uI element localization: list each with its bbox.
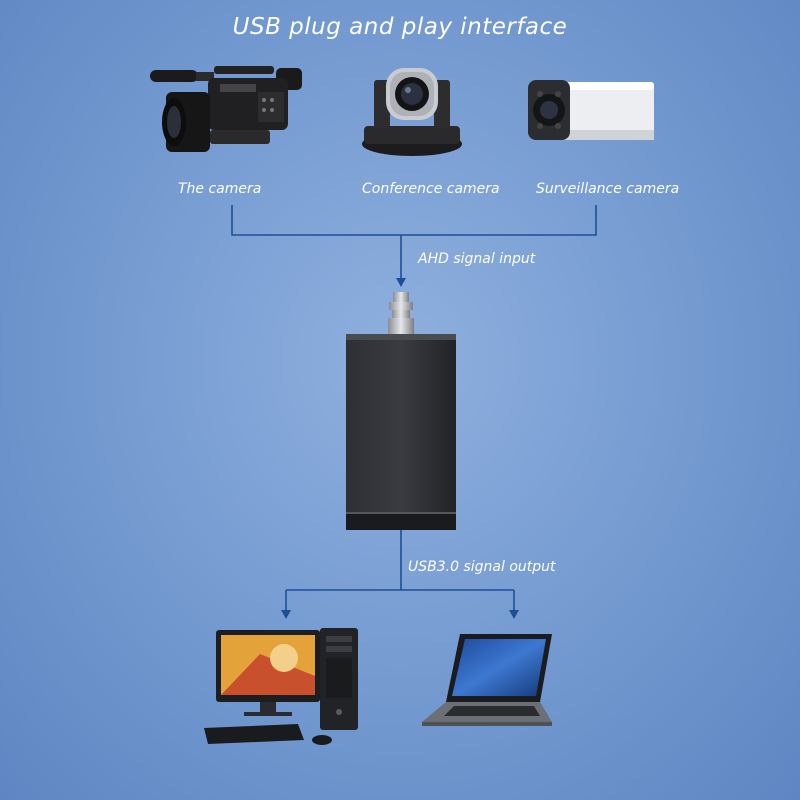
source-label-conference: Conference camera	[362, 181, 500, 197]
desktop-computer-icon	[204, 628, 358, 745]
laptop-arrow-icon	[509, 610, 519, 619]
ptz-camera-icon	[362, 68, 462, 156]
laptop-icon	[422, 634, 552, 726]
desktop-arrow-icon	[281, 610, 291, 619]
source-label-camera: The camera	[178, 181, 262, 197]
bullet-camera-icon	[528, 80, 654, 140]
output-signal-label: USB3.0 signal output	[408, 559, 556, 575]
capture-box-icon	[346, 292, 456, 530]
camcorder-icon	[150, 66, 302, 152]
input-arrow-icon	[396, 278, 406, 287]
source-bus-line	[231, 205, 597, 236]
input-signal-label: AHD signal input	[418, 251, 536, 267]
diagram-title: USB plug and play interface	[232, 14, 568, 40]
source-label-surveillance: Surveillance camera	[536, 181, 680, 197]
